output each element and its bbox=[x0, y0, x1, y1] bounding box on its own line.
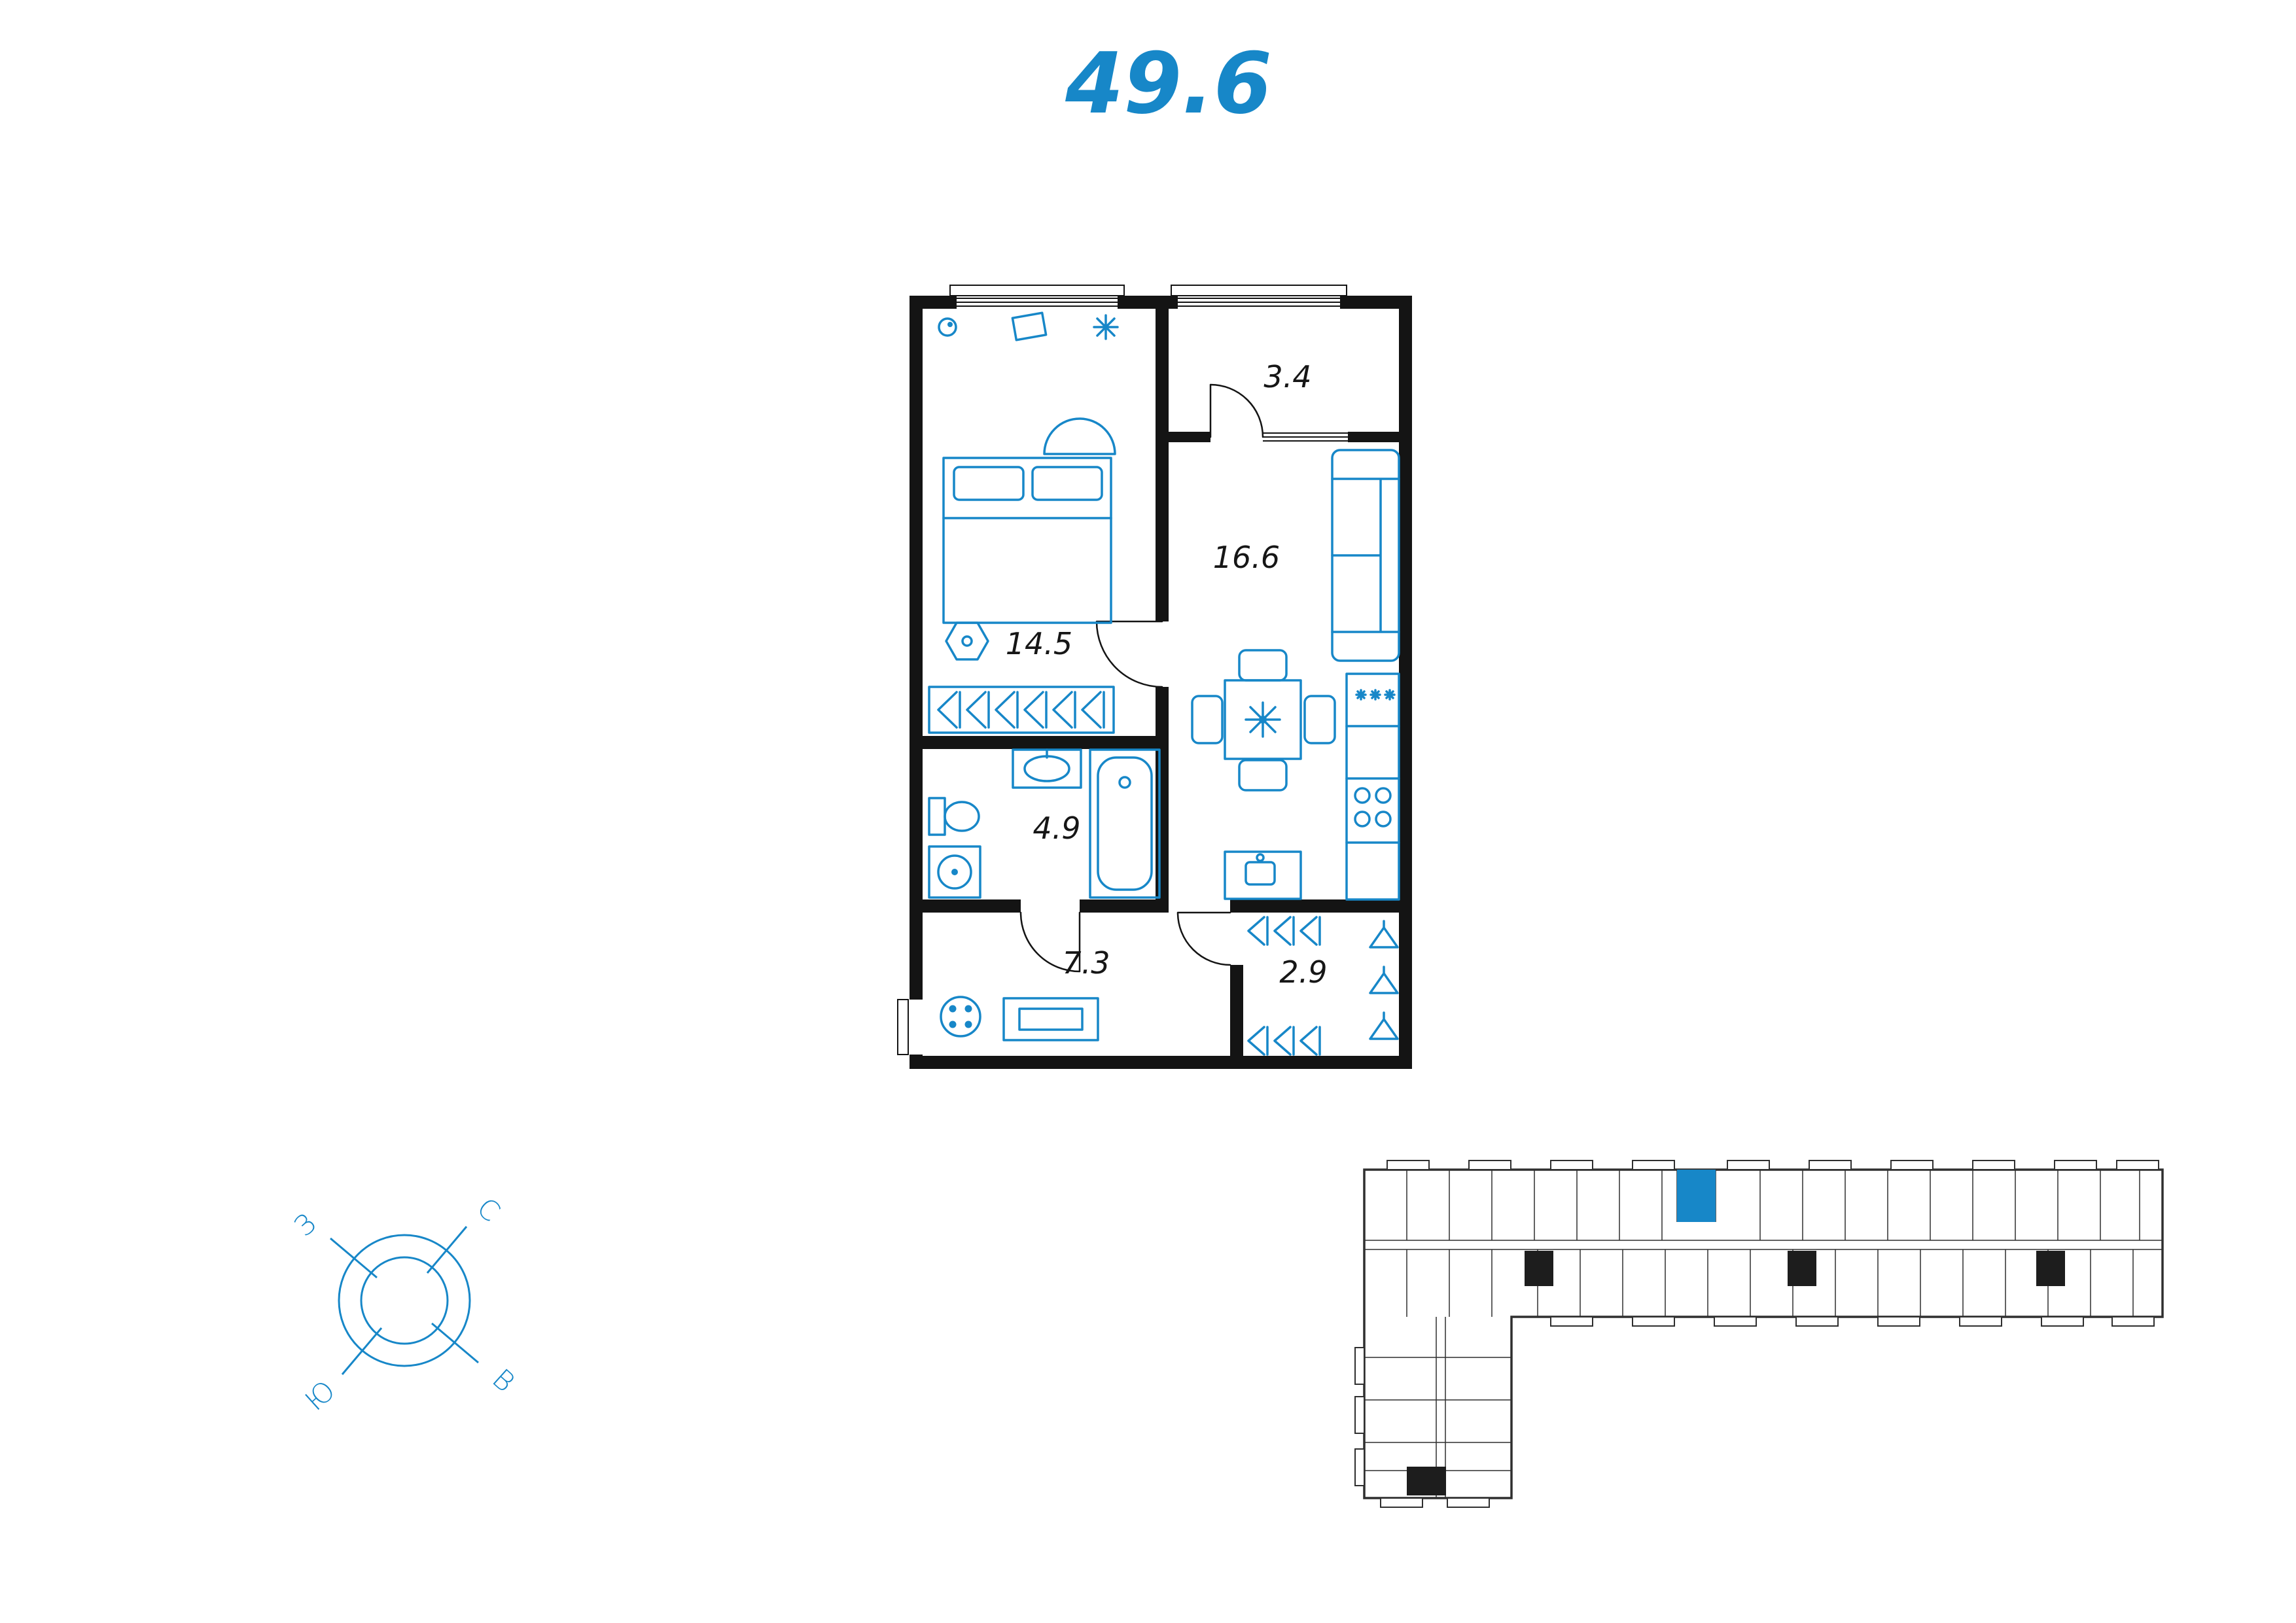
compass-south-label: Ю bbox=[299, 1374, 342, 1417]
compass-inner-ring bbox=[360, 1256, 449, 1345]
compass-outer-ring bbox=[338, 1234, 471, 1367]
building-leg-dividers bbox=[1364, 1357, 1511, 1471]
room-labels: 3.4 16.6 14.5 4.9 7.3 2.9 bbox=[1006, 359, 1328, 990]
walls bbox=[910, 296, 1412, 1069]
room-label-bedroom: 14.5 bbox=[1006, 626, 1072, 661]
stool-icon bbox=[940, 996, 981, 1038]
compass-east-label: В bbox=[486, 1363, 521, 1399]
apartment-plan: 3.4 16.6 14.5 4.9 7.3 2.9 bbox=[897, 285, 1412, 1069]
room-label-hallway: 7.3 bbox=[1062, 945, 1110, 981]
compass-north-label: С bbox=[470, 1191, 506, 1228]
nightstand-icon bbox=[945, 621, 989, 661]
picture-icon bbox=[1011, 311, 1048, 341]
balcony-inner-window bbox=[1263, 432, 1348, 442]
compass-ticks bbox=[330, 1226, 479, 1375]
hanger-column-icon bbox=[1369, 920, 1399, 1040]
dining-table-icon bbox=[1224, 679, 1302, 760]
bedroom-furniture bbox=[928, 311, 1119, 734]
building-unit-dividers-bottom bbox=[1406, 1249, 2134, 1317]
room-label-bathroom: 4.9 bbox=[1033, 811, 1080, 846]
total-area-label: 49.6 bbox=[1065, 35, 1272, 133]
highlighted-unit[interactable] bbox=[1677, 1170, 1716, 1222]
kitchen-counter-icon bbox=[1345, 672, 1400, 901]
bedroom-window bbox=[949, 285, 1125, 310]
room-label-balcony: 3.4 bbox=[1263, 359, 1311, 394]
shoe-bench-icon bbox=[1002, 997, 1099, 1041]
armchair-icon bbox=[1043, 417, 1116, 455]
bathroom-furniture bbox=[928, 748, 1161, 899]
hanger-row-bottom-icon bbox=[1247, 1026, 1321, 1056]
sofa-icon bbox=[1331, 449, 1400, 662]
room-label-dressing: 2.9 bbox=[1279, 954, 1327, 990]
bedroom-door-swing bbox=[1095, 620, 1163, 688]
hanger-row-top-icon bbox=[1247, 916, 1321, 946]
dressing-room-hangers bbox=[1247, 916, 1399, 1056]
bed-icon bbox=[942, 457, 1112, 624]
stove-icon bbox=[1354, 787, 1392, 828]
chairs-icon bbox=[1191, 649, 1336, 792]
entrance-door bbox=[897, 999, 924, 1055]
bathroom-door-swing bbox=[1019, 911, 1081, 973]
compass-west-label: З bbox=[288, 1207, 323, 1242]
kitchen-sink-icon bbox=[1224, 850, 1302, 900]
toilet-icon bbox=[928, 797, 980, 836]
compass: З С Ю В bbox=[288, 1191, 521, 1417]
dressing-door-swing bbox=[1176, 911, 1231, 966]
bathtub-icon bbox=[1089, 748, 1161, 899]
building-stair-cores bbox=[1407, 1251, 2065, 1495]
wardrobe-icon bbox=[928, 686, 1115, 734]
balcony-door-swing bbox=[1209, 383, 1264, 438]
door-swings bbox=[1019, 383, 1264, 973]
building-balconies bbox=[1354, 1160, 2159, 1508]
pendant-lamp-icon bbox=[938, 317, 957, 337]
plant-icon bbox=[1093, 314, 1119, 340]
building-corridor bbox=[1364, 1240, 2163, 1498]
washing-machine-icon bbox=[928, 845, 981, 899]
room-label-living: 16.6 bbox=[1213, 540, 1280, 575]
living-room-furniture bbox=[1191, 449, 1400, 901]
building-plan bbox=[1354, 1160, 2164, 1508]
balcony-window bbox=[1171, 285, 1347, 310]
sink-icon bbox=[1012, 748, 1082, 789]
hallway-furniture bbox=[940, 996, 1099, 1041]
building-outline bbox=[1363, 1168, 2164, 1499]
kitchen-hood-icon bbox=[1355, 689, 1396, 701]
